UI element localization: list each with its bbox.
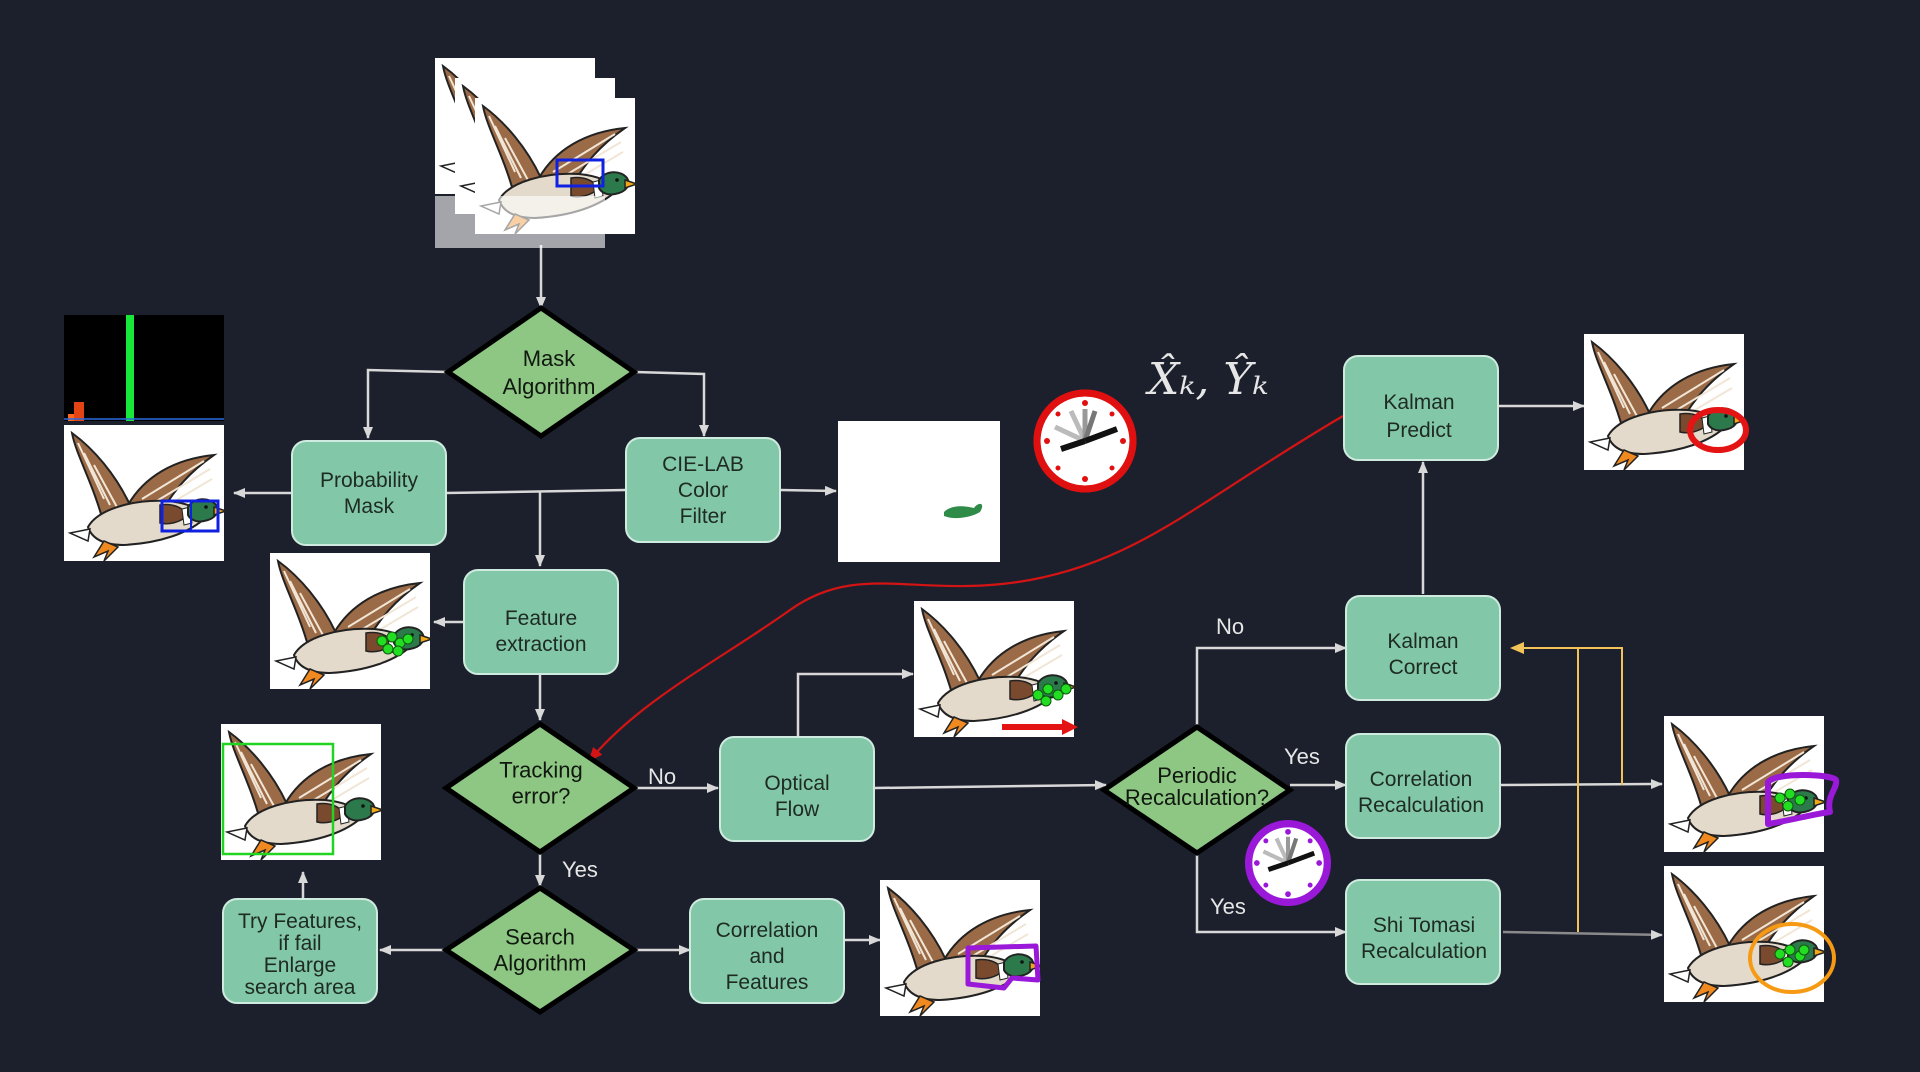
periodic-recalc-label-line: Recalculation? [1125, 785, 1269, 810]
cielab-mask-image [838, 421, 1000, 562]
periodic-yes-shi-label: Yes [1210, 894, 1246, 919]
probability-mask-label-line: Mask [344, 495, 395, 518]
mask-algorithm-node[interactable] [443, 304, 639, 440]
edge-cielab-to-mask-image [779, 485, 837, 496]
optical-flow-image [913, 600, 1078, 738]
tracking-error-label-line: Tracking [499, 758, 583, 783]
kalman-predict-label-line: Predict [1386, 419, 1452, 442]
probability-mask-node[interactable] [291, 440, 447, 546]
tracking-error-node[interactable] [441, 720, 639, 856]
feature-extraction-label-line: extraction [495, 633, 586, 656]
search-area-box [221, 742, 335, 856]
periodic-recalc-label-line: Periodic [1157, 763, 1236, 788]
shi-tomasi-recalc-label-line: Recalculation [1361, 940, 1487, 963]
cielab-filter-label-line: Filter [680, 505, 727, 528]
correlation-features-label-line: and [749, 945, 784, 968]
video-frames-image [434, 57, 638, 248]
edge-mask-to-probability [363, 368, 449, 439]
probability-mask-image [63, 424, 227, 562]
search-algorithm-node[interactable] [441, 885, 639, 1015]
edge-correlation-recalc-to-image [1499, 779, 1663, 790]
kalman-correct-label-line: Kalman [1387, 630, 1458, 653]
try-features-label-line: search area [245, 976, 356, 999]
tracking-error-label-line: error? [512, 784, 571, 809]
correlation-features-node[interactable] [689, 898, 845, 1004]
feedback-predict-to-tracking [588, 415, 1344, 762]
correlation-recalculation-node[interactable] [1345, 733, 1501, 839]
nodes [222, 304, 1501, 1015]
cielab-filter-label-line: Color [678, 479, 728, 502]
clock-icon [1033, 389, 1137, 493]
try-features-label-line: Try Features, [238, 910, 362, 933]
kalman-predict-label-line: Kalman [1383, 391, 1454, 414]
try-features-node[interactable] [222, 898, 378, 1004]
edge-shi-to-image [1502, 929, 1663, 940]
search-algorithm-label-line: Algorithm [494, 951, 587, 976]
histogram-image [64, 315, 224, 421]
correlation-features-label-line: Correlation [716, 919, 819, 942]
tracking-yes-label: Yes [562, 857, 598, 882]
try-features-label-line: Enlarge [264, 954, 336, 977]
tracking-no-label: No [648, 764, 676, 789]
clock-icon [1244, 819, 1332, 907]
edge-probability-cielab-link [445, 488, 627, 495]
cielab-filter-node[interactable] [625, 437, 781, 543]
shi-tomasi-recalculation-node[interactable] [1345, 879, 1501, 985]
kalman-correct-node[interactable] [1345, 595, 1501, 701]
optical-flow-label-line: Flow [775, 798, 820, 821]
shi-circle [1748, 922, 1836, 994]
correlation-features-image [879, 879, 1043, 1017]
feature-extraction-label-line: Feature [505, 607, 577, 630]
shi-tomasi-recalc-label-line: Shi Tomasi [1373, 914, 1475, 937]
predict-circle [1687, 407, 1749, 453]
correlation-recalc-label-line: Correlation [1370, 768, 1473, 791]
feature-extraction-node[interactable] [463, 569, 619, 675]
kalman-feed-lines [1510, 642, 1623, 932]
bounding-box [555, 158, 605, 188]
edge-mask-to-cielab [633, 370, 709, 437]
edges [233, 245, 1663, 955]
mask-algorithm-label-line: Mask [523, 346, 577, 371]
optical-flow-node[interactable] [719, 736, 875, 842]
periodic-no-label: No [1216, 614, 1244, 639]
search-algorithm-label-line: Search [505, 925, 575, 950]
optical-flow-label-line: Optical [764, 772, 829, 795]
periodic-yes-correlation-label: Yes [1284, 744, 1320, 769]
correlation-recalc-label-line: Recalculation [1358, 794, 1484, 817]
correlation-features-label-line: Features [726, 971, 809, 994]
feature-extraction-image [269, 552, 433, 690]
detected-bird-image [220, 723, 384, 861]
edge-periodic-no [1195, 643, 1347, 727]
shi-tomasi-image [1663, 865, 1836, 1003]
kalman-predict-image [1583, 333, 1749, 471]
kalman-correct-label-line: Correct [1389, 656, 1458, 679]
kalman-predict-node[interactable] [1343, 355, 1499, 461]
periodic-recalculation-node[interactable] [1099, 723, 1295, 857]
edge-optical-to-periodic [874, 780, 1107, 791]
correlation-recalc-image [1663, 715, 1840, 853]
try-features-label-line: if fail [278, 932, 321, 955]
kalman-estimate-math: X̂ₖ, Ŷₖ [1145, 352, 1268, 405]
cielab-filter-label-line: CIE-LAB [662, 453, 744, 476]
feature-extraction-label: Feature extraction [495, 607, 586, 656]
probability-mask-label-line: Probability [320, 469, 419, 492]
edge-optical-to-image [796, 669, 914, 738]
edge-periodic-yes-shi [1195, 855, 1347, 937]
mask-algorithm-label-line: Algorithm [503, 374, 596, 399]
